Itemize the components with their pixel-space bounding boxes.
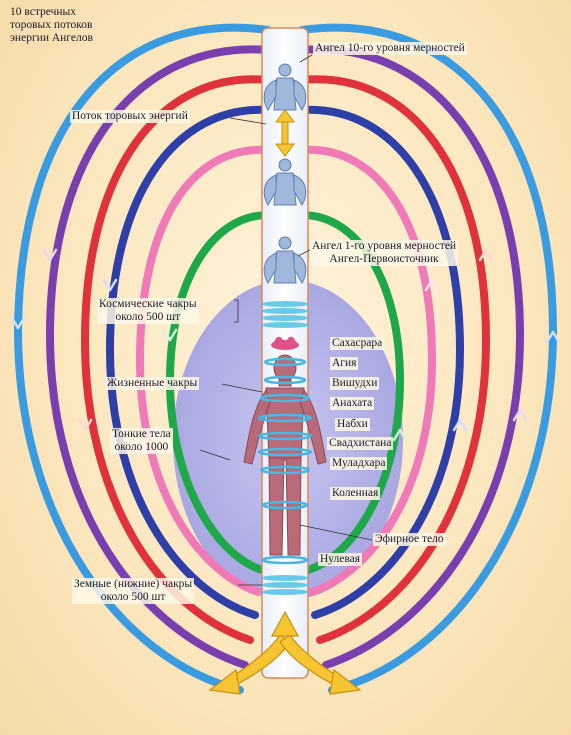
torus-loop-pink-right (298, 145, 437, 596)
torus-loop-dark-blue-left (105, 105, 272, 619)
label-line: около 1000 (114, 441, 169, 453)
label-torus-energy-flow: Поток торовых энергий (70, 110, 190, 123)
label-etheric-body: Эфирное тело (373, 533, 446, 546)
label-line: Ангел-Первоисточник (329, 253, 439, 265)
torus-loop-violet-right (298, 45, 525, 669)
chakra-label-svadhistana: Свадхистана (327, 437, 394, 450)
torus-loop-light-blue-left (13, 23, 272, 694)
chakra-label-sahasrara: Сахасрара (330, 337, 385, 350)
label-angel-level-10: Ангел 10-го уровня мерностей (313, 42, 467, 55)
label-line: 10 встречных (10, 6, 76, 18)
chakra-label-agia: Агия (330, 357, 359, 370)
label-line: около 500 шт (115, 311, 181, 323)
label-toroidal-streams: 10 встречных торовых потоков энергии Анг… (10, 6, 93, 45)
label-subtle-bodies: Тонкие тела около 1000 (110, 428, 173, 454)
label-line: Ангел 1-го уровня мерностей (312, 240, 457, 252)
label-line: Земные (нижние) чакры (74, 578, 193, 590)
leader-lines (199, 54, 373, 586)
torus-loop-pink-left (135, 145, 272, 596)
torus-loop-green-right (298, 211, 405, 574)
label-line: энергии Ангелов (10, 32, 93, 44)
label-angel-level-1: Ангел 1-го уровня мерностей Ангел-Первои… (310, 240, 459, 266)
angel-figure-level-1 (263, 236, 307, 284)
earth-chakra-discs (261, 575, 309, 595)
label-line: Тонкие тела (112, 428, 171, 440)
chakra-label-vishudhi: Вишудхи (330, 377, 380, 390)
cosmic-chakra-discs (261, 301, 309, 328)
chakra-label-zero: Нулевая (318, 553, 363, 566)
chakra-label-muladhara: Муладхара (330, 457, 388, 470)
ground-split-arrow (208, 610, 362, 695)
body-chakra-rings (257, 357, 313, 565)
angel-figure-level-10 (263, 63, 307, 111)
label-line: около 500 шт (100, 591, 166, 603)
torus-loop-violet-left (45, 45, 272, 669)
label-cosmic-chakras: Космические чакры около 500 шт (97, 298, 199, 324)
chakra-label-anahata: Анахата (330, 397, 375, 410)
label-life-chakras: Жизненные чакры (105, 377, 200, 390)
crown-lotus (271, 336, 299, 350)
torus-loop-dark-blue-right (298, 105, 465, 619)
chakra-label-nabhi: Набхи (335, 418, 370, 431)
label-line: торовых потоков (10, 19, 93, 31)
label-line: Космические чакры (99, 298, 197, 310)
torus-loop-red-right (298, 75, 491, 644)
human-body-figure (243, 354, 327, 556)
chakra-label-knee: Коленная (330, 487, 381, 500)
angel-figure-middle (263, 158, 307, 206)
label-earth-chakras: Земные (нижние) чакры около 500 шт (72, 578, 195, 604)
energy-flow-double-arrow (275, 109, 295, 157)
